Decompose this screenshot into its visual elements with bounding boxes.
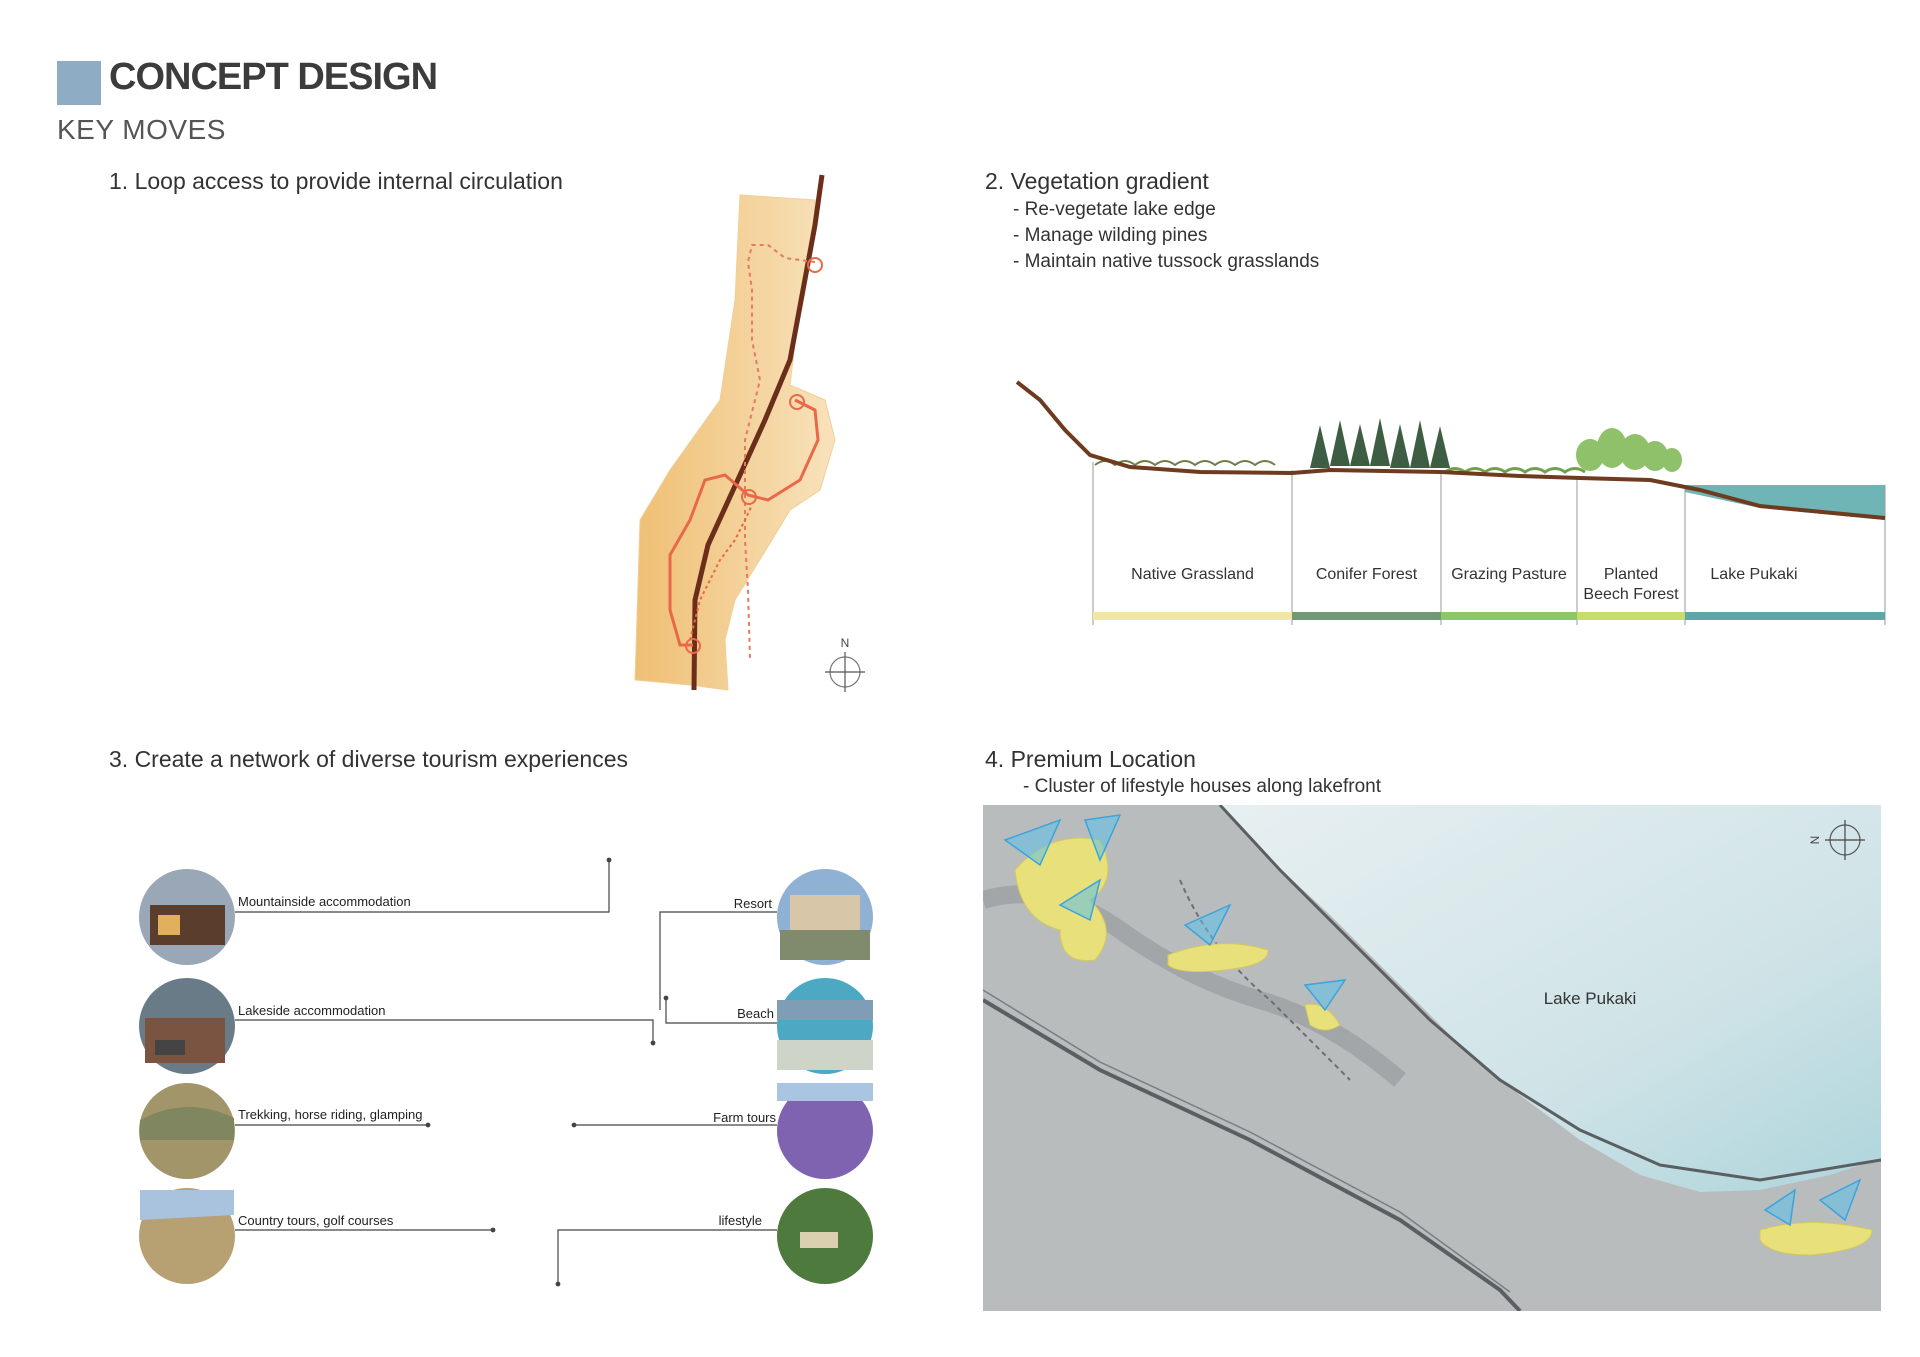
section2-title: 2. Vegetation gradient	[985, 168, 1209, 194]
zone-bar-lake	[1685, 612, 1885, 620]
view-cone	[1083, 814, 1122, 862]
access-road	[691, 174, 825, 691]
tourism-item-right: Beach	[737, 1006, 774, 1021]
tourism-item-right: Farm tours	[713, 1110, 776, 1125]
view-cone	[1183, 903, 1232, 947]
lakefront-road	[1218, 805, 1881, 1182]
premium-location-map: N Lake Pukaki	[983, 805, 1881, 1311]
junction-node	[807, 257, 823, 273]
lake-label: Lake Pukaki	[1544, 989, 1637, 1008]
tourism-item-left: Lakeside accommodation	[238, 1003, 386, 1018]
tourism-item-right: Resort	[733, 896, 772, 911]
page-subtitle: KEY MOVES	[57, 114, 226, 145]
zone-label-grassland: Native Grassland	[1131, 566, 1254, 583]
zone-label-lake: Lake Pukaki	[1710, 566, 1798, 583]
loop-path	[744, 244, 816, 661]
photo-mountainside	[139, 869, 235, 965]
bullet-item: - Manage wilding pines	[1013, 225, 1208, 246]
house-cluster	[1014, 837, 1109, 962]
section3-title: 3. Create a network of diverse tourism e…	[109, 746, 629, 772]
house-cluster	[1759, 1222, 1873, 1256]
page-title: CONCEPT DESIGN	[109, 56, 438, 98]
tourism-network-diagram	[139, 857, 873, 1287]
tourism-item-left: Country tours, golf courses	[238, 1213, 394, 1228]
view-cone	[1058, 878, 1102, 922]
zone-bar-beech	[1577, 612, 1685, 620]
junction-node	[741, 489, 757, 505]
loop-path	[689, 504, 753, 641]
zone-label-beech: Planted Beech Forest	[1583, 566, 1679, 603]
junction-node	[789, 394, 805, 410]
view-cone	[1763, 1188, 1796, 1227]
bullet-item: - Cluster of lifestyle houses along lake…	[1023, 776, 1382, 797]
junction-node	[685, 638, 701, 654]
north-label: N	[841, 636, 850, 650]
vegetation-section-diagram	[1015, 380, 1886, 625]
zone-label-pasture: Grazing Pasture	[1451, 566, 1567, 583]
zone-bar-conifer	[1292, 612, 1441, 620]
header-accent-box	[57, 61, 101, 105]
highway	[983, 998, 1522, 1311]
loop-access-map: N	[634, 174, 865, 692]
north-arrow-icon	[1825, 820, 1865, 860]
loop-path	[668, 398, 820, 647]
north-arrow-icon	[825, 652, 865, 692]
section4-title: 4. Premium Location	[985, 746, 1196, 772]
photo-resort	[777, 869, 873, 965]
bullet-item: - Re-vegetate lake edge	[1013, 199, 1216, 220]
zone-bar-grassland	[1093, 612, 1292, 620]
house-cluster	[1167, 943, 1269, 973]
house-cluster	[1304, 1003, 1341, 1031]
photo-farm	[777, 1083, 873, 1179]
tourism-item-left: Trekking, horse riding, glamping	[238, 1107, 423, 1122]
tourism-item-right: lifestyle	[718, 1213, 762, 1228]
north-label: N	[1808, 836, 1822, 845]
photo-beach	[777, 978, 873, 1074]
section1-title: 1. Loop access to provide internal circu…	[109, 168, 563, 194]
view-cone	[1818, 1178, 1862, 1222]
photo-trekking	[139, 1083, 235, 1179]
photo-lifestyle	[777, 1188, 873, 1284]
photo-country	[139, 1188, 235, 1284]
photo-lakeside	[139, 978, 235, 1074]
bullet-item: - Maintain native tussock grasslands	[1013, 251, 1320, 272]
ground-profile	[1015, 380, 1886, 520]
view-cone	[1303, 979, 1347, 1012]
zone-bar-pasture	[1441, 612, 1577, 620]
view-cone	[1003, 818, 1062, 867]
tourism-item-left: Mountainside accommodation	[238, 894, 411, 909]
zone-label-conifer: Conifer Forest	[1315, 566, 1418, 583]
